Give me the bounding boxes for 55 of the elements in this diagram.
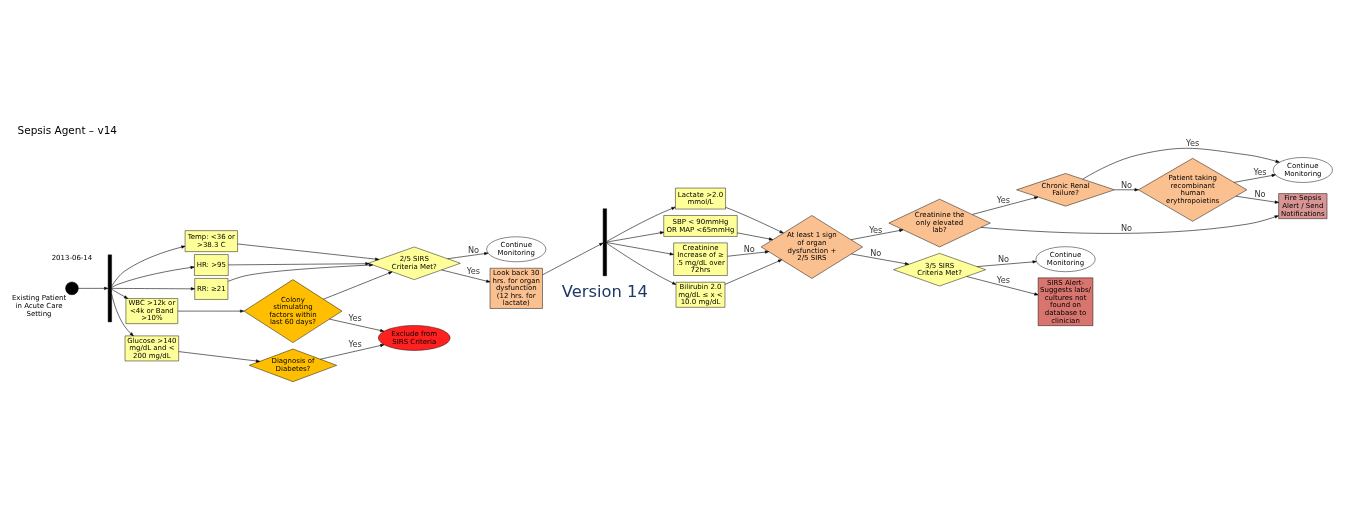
edge-label: Yes [1253,166,1267,177]
arrow [78,286,109,290]
arrow [227,263,374,282]
arrow [1233,174,1276,183]
arrow [976,260,1037,267]
edge-label: Yes [466,266,481,277]
arrow [542,242,604,276]
edge-label: Yes [1186,138,1200,149]
arrow [111,245,186,287]
arrow [966,276,1039,296]
arrow [724,259,782,285]
arrow [237,243,380,261]
arrow [1114,188,1139,192]
edge-label: No [870,247,882,258]
edge-label: Yes [996,274,1011,285]
arrow [177,309,245,313]
arrow [851,253,910,266]
edge-label: No [743,243,755,254]
arrow [329,318,385,332]
arrow [606,206,676,242]
edge-label: No [1254,188,1266,199]
edge-label: No [1120,179,1133,190]
arrow [850,229,904,240]
diagram-title: Sepsis Agent – v14 [17,124,117,137]
arrow [725,207,784,234]
arrow [111,287,195,291]
arrow [111,293,134,337]
edge-label: No [997,253,1009,264]
arrow [447,252,489,260]
arrow [178,351,261,363]
arrow [111,265,195,288]
arrow [606,242,674,256]
arrow [1235,195,1279,204]
arrow [323,271,393,300]
label: Version 14 [561,282,648,302]
edge-label: Yes [348,313,362,324]
arrow [1082,148,1280,180]
node-bar [602,208,607,277]
arrow [227,262,370,266]
edge-label: Yes [869,224,883,235]
edge-label: Yes [996,194,1011,205]
node-bar [107,254,112,323]
arrow [320,344,385,360]
arrow [606,242,677,285]
edge-label: No [467,244,479,255]
arrow [441,269,491,283]
arrow [737,232,774,241]
edge-label: No [1120,223,1133,234]
arrow [111,288,129,299]
edge-label: Yes [348,339,362,350]
arrow [972,196,1039,215]
arrow [980,215,1279,234]
node-circle [65,281,79,295]
arrow [606,231,665,243]
arrow [727,250,770,257]
